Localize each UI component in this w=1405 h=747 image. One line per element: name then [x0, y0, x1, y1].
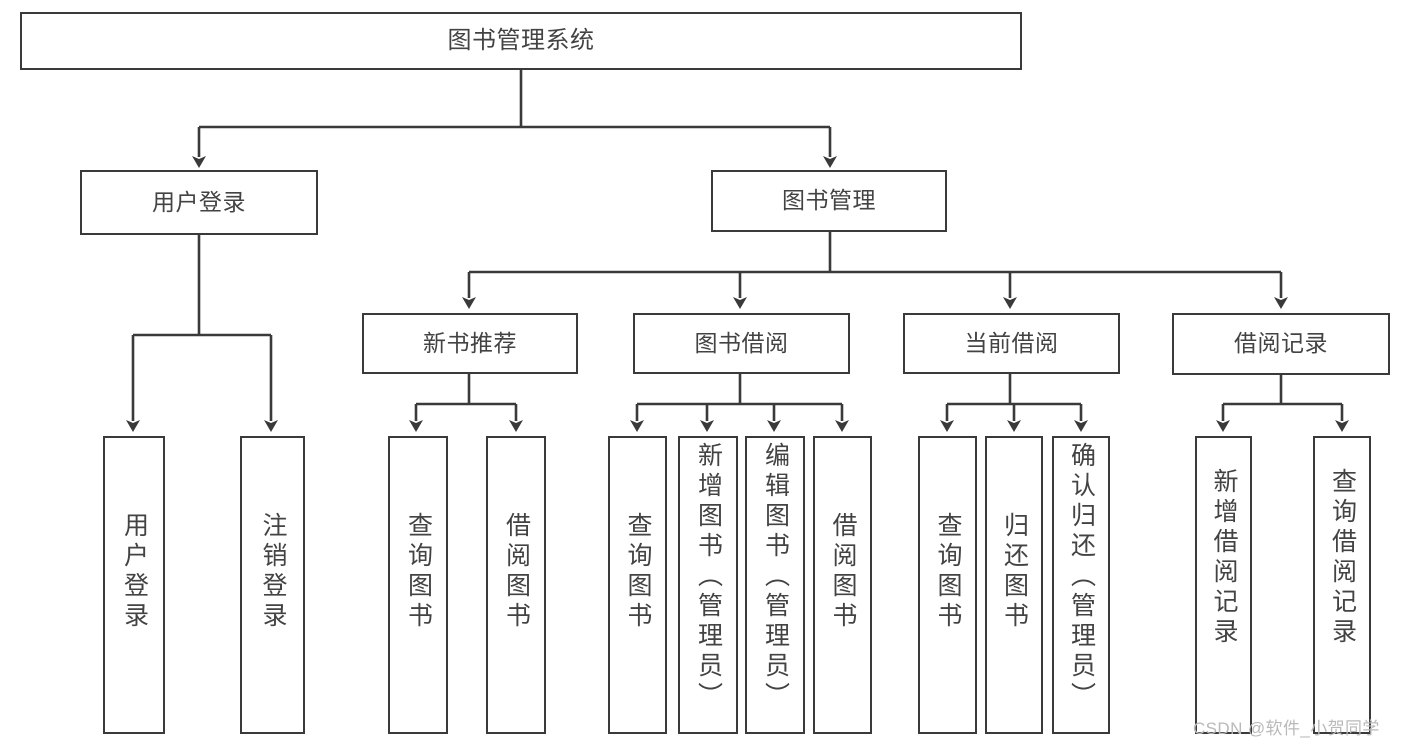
leaf-add-borrow-record[interactable]: 新增借阅记录: [1195, 436, 1252, 734]
node-label: 新书推荐: [423, 329, 517, 356]
node-new-book-recommend[interactable]: 新书推荐: [362, 313, 578, 374]
node-label: 借阅图书: [502, 512, 531, 632]
node-label: 借阅图书: [829, 512, 857, 632]
node-label: 当前借阅: [964, 329, 1059, 356]
node-label: 查询图书: [624, 512, 652, 632]
node-label: 借阅记录: [1234, 330, 1328, 357]
leaf-user-logout[interactable]: 注销登录: [240, 436, 305, 734]
leaf-add-book-admin[interactable]: 新增图书（管理员）: [678, 436, 738, 734]
node-label: 查询图书: [934, 512, 962, 632]
node-label: 新增借阅记录: [1210, 468, 1238, 648]
node-label: 用户登录: [120, 512, 149, 632]
node-label: 图书管理系统: [447, 26, 595, 54]
node-label: 查询借阅记录: [1328, 468, 1357, 648]
leaf-return-book[interactable]: 归还图书: [985, 436, 1043, 734]
node-book-borrow[interactable]: 图书借阅: [633, 313, 850, 374]
node-label: 确认归还（管理员）: [1067, 442, 1096, 712]
node-current-borrow[interactable]: 当前借阅: [903, 313, 1120, 374]
leaf-query-borrow-record[interactable]: 查询借阅记录: [1313, 436, 1371, 734]
leaf-borrow-book-recommend[interactable]: 借阅图书: [486, 436, 546, 734]
node-label: 编辑图书（管理员）: [761, 442, 790, 712]
node-label: 图书管理: [782, 187, 876, 214]
node-book-management[interactable]: 图书管理: [711, 170, 947, 232]
node-label: 新增图书（管理员）: [694, 442, 723, 712]
node-label: 查询图书: [404, 512, 433, 632]
csdn-watermark: CSDN @软件_小贺同学: [1193, 719, 1380, 738]
leaf-user-login[interactable]: 用户登录: [103, 436, 165, 734]
leaf-borrow-book-borrow[interactable]: 借阅图书: [813, 436, 872, 734]
node-borrow-record[interactable]: 借阅记录: [1172, 313, 1390, 375]
node-user-login[interactable]: 用户登录: [80, 170, 318, 235]
node-label: 注销登录: [259, 512, 287, 632]
node-label: 用户登录: [152, 188, 246, 215]
node-label: 归还图书: [1000, 512, 1029, 632]
leaf-query-book-current[interactable]: 查询图书: [918, 436, 977, 734]
leaf-edit-book-admin[interactable]: 编辑图书（管理员）: [745, 436, 805, 734]
leaf-query-book-borrow[interactable]: 查询图书: [608, 436, 667, 734]
node-label: 图书借阅: [694, 329, 789, 356]
leaf-query-book-recommend[interactable]: 查询图书: [388, 436, 448, 734]
node-root-system[interactable]: 图书管理系统: [20, 12, 1022, 70]
leaf-confirm-return-admin[interactable]: 确认归还（管理员）: [1052, 436, 1110, 734]
